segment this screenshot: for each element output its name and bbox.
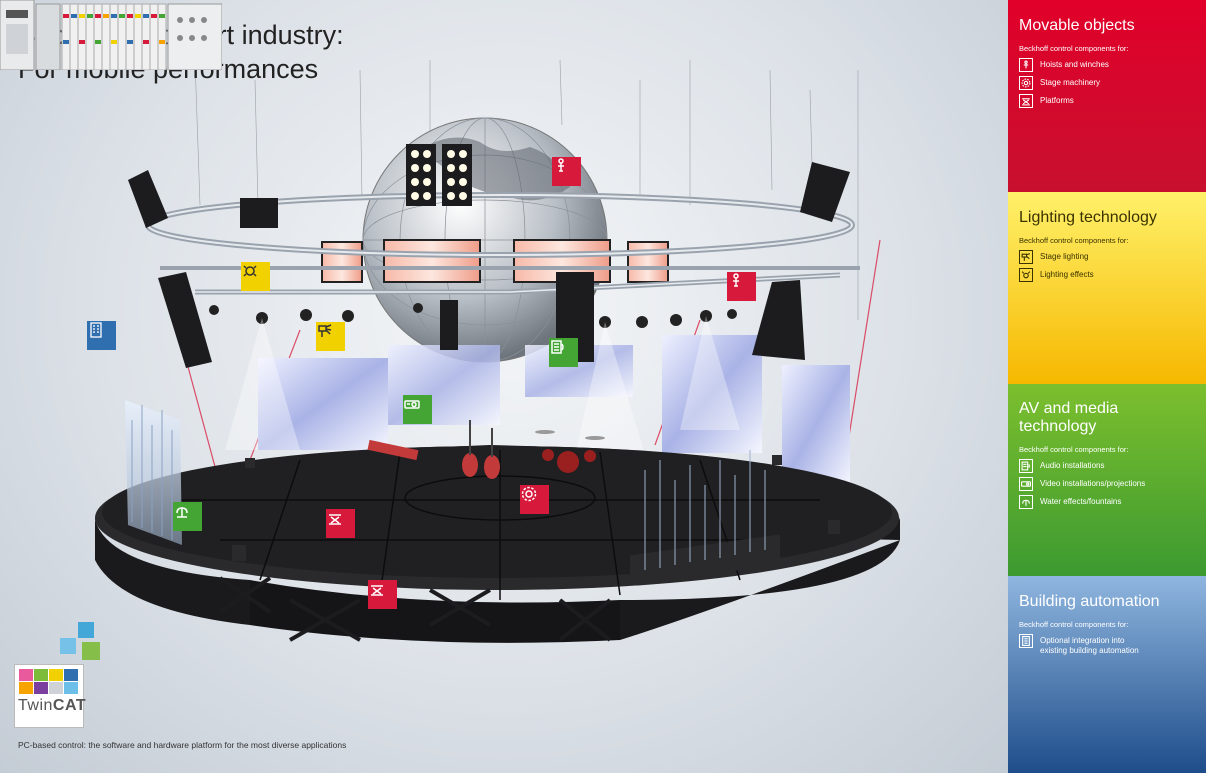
panel-subtitle: Beckhoff control components for: bbox=[1019, 236, 1129, 245]
legend-item-stage-lighting: Stage lighting bbox=[1019, 250, 1206, 264]
stage-illustration: Show and concert industry: For mobile pe… bbox=[0, 0, 1008, 773]
rigging-wires bbox=[194, 59, 859, 320]
fountain-marker bbox=[173, 502, 202, 531]
audio-icon bbox=[1019, 459, 1033, 473]
platform-marker bbox=[326, 509, 355, 538]
stage-lighting-marker bbox=[316, 322, 345, 351]
platform-icon bbox=[329, 514, 341, 525]
floor-spots bbox=[232, 455, 840, 561]
spotlight-icon bbox=[1019, 250, 1033, 264]
legend-sidebar: Movable objects Beckhoff control compone… bbox=[1008, 0, 1206, 773]
legend-label: Stage lighting bbox=[1040, 252, 1089, 261]
platform-icon bbox=[1019, 94, 1033, 108]
legend-label: Water effects/fountains bbox=[1040, 497, 1122, 506]
gear-icon bbox=[521, 486, 537, 502]
building-marker bbox=[87, 321, 116, 350]
legend-item-audio: Audio installations bbox=[1019, 459, 1206, 473]
stage-machinery-marker bbox=[520, 485, 549, 514]
lighting-effects-icon bbox=[243, 265, 257, 277]
stage-platform bbox=[95, 445, 900, 643]
panel-movable-objects: Movable objects Beckhoff control compone… bbox=[1008, 0, 1206, 192]
band-instruments bbox=[367, 420, 605, 479]
legend-item-video: Video installations/projections bbox=[1019, 477, 1206, 491]
panel-subtitle: Beckhoff control components for: bbox=[1019, 44, 1129, 53]
legend-label: Hoists and winches bbox=[1040, 60, 1109, 69]
legend-label: Audio installations bbox=[1040, 461, 1105, 470]
platform-marker-2 bbox=[368, 580, 397, 609]
fountain-icon bbox=[176, 507, 188, 518]
platform-caption: PC-based control: the software and hardw… bbox=[18, 740, 347, 750]
legend-item-hoists: Hoists and winches bbox=[1019, 58, 1206, 72]
panel-av-media-technology: AV and media technology Beckhoff control… bbox=[1008, 384, 1206, 576]
panel-subtitle: Beckhoff control components for: bbox=[1019, 620, 1129, 629]
lighting-effects-icon bbox=[1019, 268, 1033, 282]
hoist-icon bbox=[1019, 58, 1033, 72]
fountain-icon bbox=[1019, 495, 1033, 509]
legend-item-platforms: Platforms bbox=[1019, 94, 1206, 108]
audio-marker bbox=[549, 338, 578, 367]
light-beams bbox=[225, 316, 740, 455]
panel-subtitle: Beckhoff control components for: bbox=[1019, 445, 1129, 454]
hoist-marker-2 bbox=[727, 272, 756, 301]
scissor-lifts bbox=[218, 576, 612, 642]
blinder-lights bbox=[406, 144, 472, 206]
line-array-speakers bbox=[128, 162, 850, 368]
twincat-color-blocks bbox=[19, 669, 78, 694]
panel-title: Movable objects bbox=[1019, 17, 1135, 34]
projector-icon bbox=[404, 400, 420, 409]
twincat-logo: TwinCAT bbox=[14, 664, 86, 728]
gear-icon bbox=[1019, 76, 1033, 90]
hoist-icon bbox=[558, 158, 564, 172]
legend-label: Platforms bbox=[1040, 96, 1074, 105]
legend-item-building-integration: Optional integration into existing build… bbox=[1019, 634, 1206, 656]
building-icon bbox=[1019, 634, 1033, 648]
panel-building-automation: Building automation Beckhoff control com… bbox=[1008, 576, 1206, 773]
legend-label: Optional integration into existing build… bbox=[1040, 636, 1139, 655]
legend-item-water-effects: Water effects/fountains bbox=[1019, 495, 1206, 509]
twincat-twin: Twin bbox=[18, 697, 53, 714]
panel-lighting-technology: Lighting technology Beckhoff control com… bbox=[1008, 192, 1206, 384]
hoist-icon bbox=[733, 273, 739, 287]
building-icon bbox=[90, 322, 102, 338]
hoist-marker bbox=[552, 157, 581, 186]
legend-label: Video installations/projections bbox=[1040, 479, 1146, 488]
panel-title: Building automation bbox=[1019, 593, 1160, 610]
lighting-effects-marker bbox=[241, 262, 270, 291]
stage-drawing bbox=[95, 59, 900, 643]
twincat-cat: CAT bbox=[52, 697, 87, 714]
spotlights bbox=[209, 303, 737, 328]
twincat-wordmark: TwinCAT bbox=[18, 697, 86, 715]
panel-title: AV and media technology bbox=[1019, 400, 1119, 435]
legend-item-stage-machinery: Stage machinery bbox=[1019, 76, 1206, 90]
legend-label: Lighting effects bbox=[1040, 270, 1094, 279]
spotlight-icon bbox=[318, 324, 332, 337]
projector-marker bbox=[403, 395, 432, 424]
fountains bbox=[125, 400, 780, 586]
audio-icon bbox=[551, 340, 564, 354]
platform-icon bbox=[371, 585, 383, 596]
legend-item-lighting-effects: Lighting effects bbox=[1019, 268, 1206, 282]
legend-label: Stage machinery bbox=[1040, 78, 1101, 87]
twincat-cubes bbox=[60, 622, 100, 660]
panel-title: Lighting technology bbox=[1019, 209, 1157, 226]
projector-icon bbox=[1019, 477, 1033, 491]
hardware-terminals bbox=[0, 0, 222, 70]
